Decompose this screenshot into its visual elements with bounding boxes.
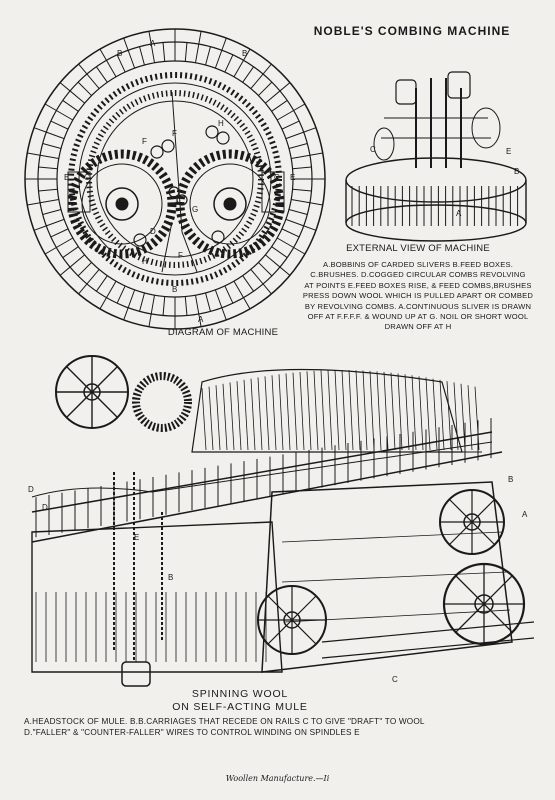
spinning-title-line: ON SELF-ACTING MULE	[172, 701, 308, 713]
ext-label-b: B	[514, 167, 519, 176]
label-f1: F	[172, 129, 177, 138]
label-c-right: C	[274, 173, 280, 182]
combing-legend-line: BY REVOLVING COMBS. A.CONTINUOUS SLIVER …	[304, 301, 532, 311]
label-d: D	[150, 227, 156, 236]
mule-label-a: A	[522, 510, 528, 519]
external-view-caption: EXTERNAL VIEW OF MACHINE	[346, 243, 490, 254]
mule-label-b2: B	[508, 475, 513, 484]
label-c-left: C	[84, 173, 90, 182]
spinning-legend: A.HEADSTOCK OF MULE. B.B.CARRIAGES THAT …	[24, 716, 534, 738]
mule-label-e: E	[134, 533, 139, 542]
ext-label-a: A	[456, 209, 462, 218]
diagram-caption: DIAGRAM OF MACHINE	[167, 327, 279, 338]
combing-machine-illustration: C E A B	[345, 71, 527, 242]
mule-label-d1: D	[28, 485, 34, 494]
page-footer: Woollen Manufacture.—Ii	[225, 774, 330, 783]
label-a-bottom: A	[198, 315, 204, 324]
label-f2: F	[142, 137, 147, 146]
spinning-mule-illustration: A B B C D D E	[28, 355, 534, 687]
label-e-right: E	[290, 173, 295, 182]
mule-label-c: C	[392, 675, 398, 684]
label-e-left: E	[64, 173, 69, 182]
combing-legend-line: PRESS DOWN WOOL WHICH IS PULLED APART OR…	[302, 291, 534, 301]
ext-label-e: E	[506, 147, 511, 156]
label-g: G	[192, 205, 198, 214]
spinning-title: SPINNING WOOL ON SELF-ACTING MULE	[150, 688, 330, 714]
combing-legend-line: A.BOBBINS OF CARDED SLIVERS B.FEED BOXES…	[322, 260, 514, 269]
combing-legend-line: OFF AT F.F.F.F. & WOUND UP AT G. NOIL OR…	[307, 312, 529, 322]
spinning-title-line: SPINNING WOOL	[191, 688, 289, 700]
combing-legend-line: DRAWN OFF AT H	[384, 322, 452, 332]
combing-legend: A.BOBBINS OF CARDED SLIVERS B.FEED BOXES…	[296, 260, 540, 333]
label-h1: H	[218, 119, 224, 128]
combing-diagram-illustration: A A B B B C C E E F F F G H H D	[24, 28, 326, 330]
page-title: NOBLE'S COMBING MACHINE	[313, 24, 511, 38]
mule-label-d2: D	[42, 503, 48, 512]
spinning-legend-line: D."FALLER" & "COUNTER-FALLER" WIRES TO C…	[24, 728, 360, 737]
label-b-bottom: B	[172, 285, 177, 294]
ext-label-c: C	[370, 145, 376, 154]
label-a-top: A	[150, 39, 156, 48]
label-b-right: B	[242, 49, 247, 58]
label-f3: F	[178, 251, 183, 260]
label-h2: H	[142, 257, 148, 266]
combing-legend-line: AT POINTS E.FEED BOXES RISE, & FEED COMB…	[304, 280, 532, 290]
spinning-legend-line: A.HEADSTOCK OF MULE. B.B.CARRIAGES THAT …	[24, 717, 425, 726]
mule-label-b1: B	[168, 573, 173, 582]
label-b-left: B	[117, 49, 122, 58]
combing-legend-line: C.BRUSHES. D.COGGED CIRCULAR COMBS REVOL…	[310, 270, 526, 280]
